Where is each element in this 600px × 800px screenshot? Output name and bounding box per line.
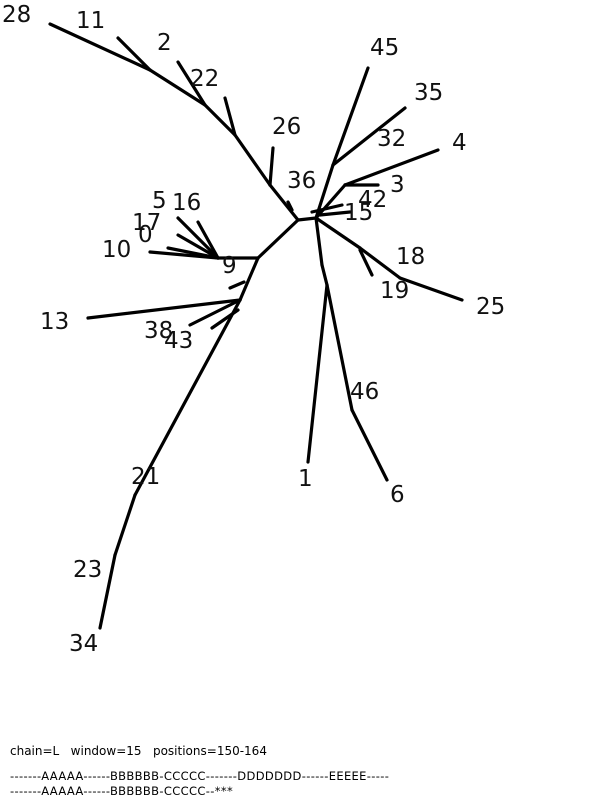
sequence-line-1: -------AAAAA------BBBBBB-CCCCC-------DDD… — [10, 769, 390, 783]
leaf-label: 22 — [190, 66, 219, 92]
leaf-label: 10 — [102, 237, 131, 263]
tree-branch — [188, 298, 242, 327]
leaf-label: 26 — [272, 114, 301, 140]
tree-branch — [306, 283, 329, 464]
leaf-label: 9 — [222, 253, 237, 279]
tree-branch — [358, 248, 374, 277]
leaf-label: 2 — [157, 30, 172, 56]
tree-branch — [233, 133, 272, 187]
tree-branch — [176, 233, 220, 260]
tree-branch — [176, 216, 220, 260]
tree-branch — [318, 210, 352, 217]
tree-branch — [314, 216, 362, 250]
sequence-line-2: -------AAAAA------BBBBBB-CCCCC--*** — [10, 784, 234, 798]
leaf-label: 45 — [370, 35, 399, 61]
leaf-label: 5 — [152, 188, 167, 214]
leaf-label: 32 — [377, 126, 406, 152]
tree-branch — [350, 408, 389, 482]
leaf-label: 15 — [344, 200, 373, 226]
tree-branch — [113, 493, 137, 557]
tree-branch — [314, 216, 324, 267]
leaf-label: 25 — [476, 294, 505, 320]
chain-window-info: chain=L window=15 positions=150-164 — [10, 744, 267, 758]
tree-branch — [48, 22, 152, 72]
tree-branch — [331, 106, 407, 167]
leaf-label: 43 — [164, 328, 193, 354]
leaf-label: 46 — [350, 379, 379, 405]
leaf-label: 1 — [298, 466, 313, 492]
leaf-label: 36 — [287, 168, 316, 194]
tree-branch — [166, 246, 220, 260]
leaf-label: 16 — [172, 190, 201, 216]
leaf-label: 4 — [452, 130, 467, 156]
tree-branch — [116, 36, 152, 72]
tree-branch — [228, 280, 246, 290]
leaf-label: 17 — [132, 210, 161, 236]
tree-branch — [133, 298, 242, 497]
tree-branch — [331, 66, 370, 167]
leaf-label: 21 — [131, 464, 160, 490]
leaf-label: 28 — [2, 2, 31, 28]
tree-branch — [203, 103, 237, 137]
tree-branch — [398, 276, 464, 302]
tree-branch — [86, 298, 242, 320]
leaf-label: 23 — [73, 557, 102, 583]
leaf-label: 35 — [414, 80, 443, 106]
leaf-label: 6 — [390, 482, 405, 508]
tree-branch — [98, 553, 117, 630]
leaf-label: 13 — [40, 309, 69, 335]
leaf-label: 42 — [358, 187, 387, 213]
tree-branch — [196, 220, 220, 260]
tree-branch — [314, 183, 347, 220]
tree-branch — [268, 146, 275, 187]
leaf-label: 11 — [76, 8, 105, 34]
leaf-label: 38 — [144, 318, 173, 344]
leaf-label: 0 — [138, 222, 153, 248]
tree-branch — [238, 256, 260, 302]
tree-branches — [48, 22, 464, 630]
tree-branch — [268, 183, 300, 222]
tree-branch — [343, 148, 440, 187]
tree-branch — [256, 218, 300, 260]
tree-branch — [286, 200, 294, 212]
tree-branch — [296, 216, 318, 222]
tree-branch — [223, 96, 237, 137]
tree-branch — [148, 68, 207, 107]
tree-branch — [176, 60, 207, 107]
leaf-label: 3 — [390, 172, 405, 198]
leaf-label: 19 — [380, 278, 409, 304]
leaf-label: 34 — [69, 631, 98, 657]
tree-branch — [310, 203, 344, 214]
leaf-label: 18 — [396, 244, 425, 270]
tree-branch — [325, 283, 354, 412]
tree-branch — [320, 263, 329, 287]
tree-branch — [358, 246, 402, 280]
